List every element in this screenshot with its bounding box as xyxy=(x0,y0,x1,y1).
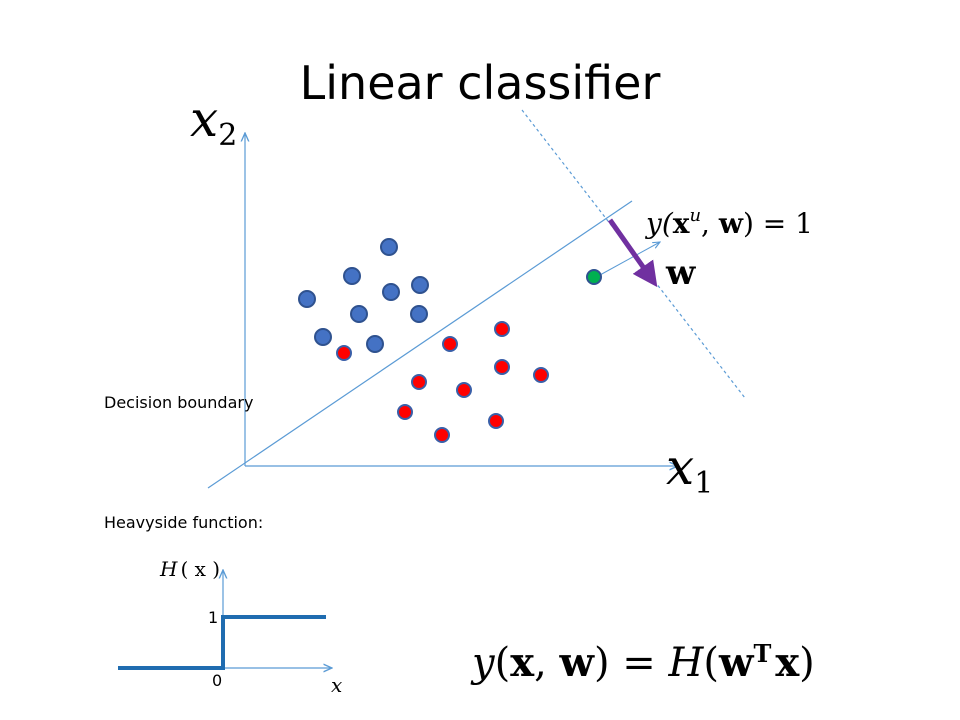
blue-point xyxy=(366,335,384,353)
green-point xyxy=(586,269,602,285)
red-point xyxy=(442,336,458,352)
heavyside-y-label: H( x ) xyxy=(159,557,220,581)
blue-point xyxy=(411,276,429,294)
x-axis-label: x1 xyxy=(666,438,713,501)
weight-vector-arrow xyxy=(607,218,658,288)
heavyside-label: Heavyside function: xyxy=(104,513,264,532)
red-point xyxy=(336,345,352,361)
red-point xyxy=(434,427,450,443)
heavyside-step xyxy=(118,615,326,670)
heavyside-x-label: x xyxy=(331,673,342,697)
margin-equation: y(xu, w) = 1 xyxy=(644,205,813,240)
weight-label: w xyxy=(665,253,696,293)
red-point xyxy=(494,359,510,375)
red-point xyxy=(411,374,427,390)
blue-point xyxy=(380,238,398,256)
blue-point xyxy=(343,267,361,285)
blue-point xyxy=(298,290,316,308)
red-points xyxy=(336,321,549,443)
blue-point xyxy=(410,305,428,323)
projection-arrow xyxy=(599,242,660,276)
tick-zero: 0 xyxy=(212,671,222,690)
red-point xyxy=(494,321,510,337)
decision-boundary-label: Decision boundary xyxy=(104,393,254,412)
red-point xyxy=(488,413,504,429)
red-point xyxy=(397,404,413,420)
blue-point xyxy=(382,283,400,301)
slide-title: Linear classifier xyxy=(299,56,661,110)
blue-point xyxy=(350,305,368,323)
decision-boundary-line xyxy=(207,200,633,489)
red-point xyxy=(533,367,549,383)
tick-one: 1 xyxy=(208,608,218,627)
y-axis-label: x2 xyxy=(190,90,237,153)
blue-point xyxy=(314,328,332,346)
blue-points xyxy=(298,238,429,353)
red-point xyxy=(456,382,472,398)
